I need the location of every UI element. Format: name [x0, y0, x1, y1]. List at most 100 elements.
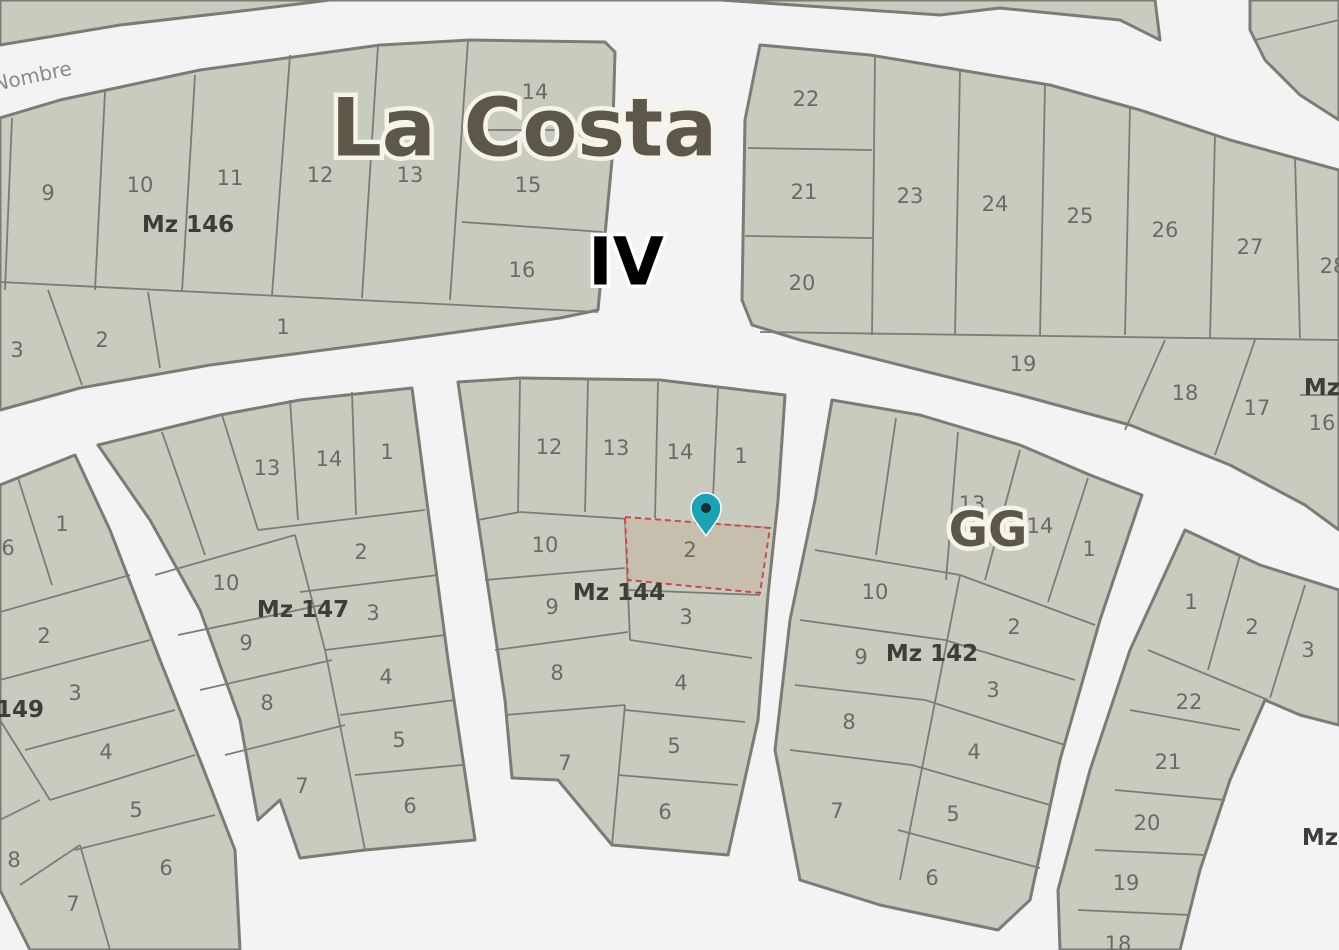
lot-labels-mz-144: 12 13 14 1 10 2 9 3 8 4 7 5 6 Mz 144 — [532, 435, 748, 824]
lot-number: 18 — [1172, 381, 1199, 405]
lot-number: 28 — [1320, 254, 1339, 278]
lot-number: 2 — [37, 624, 50, 648]
lot-number: 10 — [532, 533, 559, 557]
lot-number: 14 — [522, 80, 549, 104]
lot-number: 13 — [959, 492, 986, 516]
lot-number: 11 — [217, 166, 244, 190]
lot-number: 15 — [515, 173, 542, 197]
block-mz-142[interactable] — [773, 398, 1144, 932]
lot-number: 3 — [986, 678, 999, 702]
block-label-mz-147: Mz 147 — [257, 597, 349, 623]
lot-number: 6 — [658, 800, 671, 824]
lot-number: 5 — [392, 728, 405, 752]
lot-number: 10 — [862, 580, 889, 604]
lot-number: 13 — [397, 163, 424, 187]
lot-number: 12 — [307, 163, 334, 187]
lot-number: 22 — [793, 87, 820, 111]
lot-number: 7 — [558, 751, 571, 775]
lot-number: 5 — [946, 802, 959, 826]
lot-number: 1 — [380, 440, 393, 464]
lot-number: 5 — [667, 734, 680, 758]
block-label-mz-146: Mz 146 — [142, 212, 234, 238]
lot-number: 24 — [982, 192, 1009, 216]
lot-labels-bottom-right: 1 2 3 22 21 20 19 18 Mz — [1105, 590, 1339, 950]
selected-parcel[interactable] — [623, 515, 772, 595]
lot-number: 2 — [354, 540, 367, 564]
lot-number: 8 — [7, 848, 20, 872]
lot-number: 7 — [66, 892, 79, 916]
lot-number: 8 — [260, 691, 273, 715]
lot-labels-mz-149: 6 1 2 3 4 5 8 6 7 149 — [0, 512, 173, 916]
lot-number: 12 — [536, 435, 563, 459]
block-mz-149[interactable] — [0, 453, 242, 950]
block-bottom-right[interactable] — [1056, 528, 1339, 950]
lot-number: 6 — [925, 866, 938, 890]
lot-number: 6 — [1, 536, 14, 560]
lot-number: 1 — [1082, 537, 1095, 561]
lot-number: 22 — [1176, 690, 1203, 714]
block-label-mz-142: Mz 142 — [886, 641, 978, 667]
lot-number: 21 — [1155, 750, 1182, 774]
lot-number: 1 — [734, 444, 747, 468]
lot-number: 2 — [1007, 615, 1020, 639]
lot-number: 8 — [550, 661, 563, 685]
block-label-partial: Mz — [1304, 375, 1339, 401]
lot-number: 10 — [213, 571, 240, 595]
lot-number: 20 — [1134, 811, 1161, 835]
block-label-mz-144: Mz 144 — [573, 580, 665, 606]
lot-number: 21 — [791, 180, 818, 204]
lot-number: 6 — [403, 794, 416, 818]
lot-number: 9 — [41, 181, 54, 205]
lot-labels-mz-146: 9 10 11 12 13 14 15 16 3 2 1 Mz 146 — [10, 80, 548, 362]
lot-number: 2 — [95, 328, 108, 352]
lot-number: 23 — [897, 184, 924, 208]
block-mz-147[interactable] — [96, 386, 477, 860]
lot-number: 14 — [667, 440, 694, 464]
lot-number: 4 — [379, 665, 392, 689]
district-label: GG — [949, 502, 1028, 558]
lot-labels-mz-147: 13 14 1 2 10 3 9 4 8 5 7 6 Mz 147 — [213, 440, 417, 818]
lot-number: 8 — [842, 710, 855, 734]
lot-number: 18 — [1105, 932, 1132, 950]
lot-number: 3 — [10, 338, 23, 362]
block-top-left-edge[interactable] — [0, 0, 332, 47]
block-top-strip[interactable] — [0, 0, 1162, 42]
lot-number: 2 — [683, 538, 696, 562]
lot-number: 13 — [254, 456, 281, 480]
lot-number: 4 — [967, 740, 980, 764]
sector-label: IV — [588, 224, 664, 301]
location-pin-icon[interactable] — [690, 492, 722, 538]
lot-number: 17 — [1244, 396, 1271, 420]
lot-number: 6 — [159, 856, 172, 880]
lot-labels-top-right: 22 21 20 23 24 25 26 27 28 19 18 17 16 M… — [789, 87, 1339, 435]
area-title: La Costa — [331, 82, 717, 175]
lot-number: 4 — [99, 740, 112, 764]
lot-number: 4 — [674, 671, 687, 695]
lot-number: 16 — [1309, 411, 1336, 435]
block-mz-146[interactable] — [0, 38, 617, 412]
lot-number: 25 — [1067, 204, 1094, 228]
lot-number: 3 — [1301, 638, 1314, 662]
lot-number: 1 — [1184, 590, 1197, 614]
lot-number: 5 — [129, 798, 142, 822]
lot-number: 13 — [603, 436, 630, 460]
block-top-right-corner[interactable] — [1248, 0, 1339, 122]
lot-number: 14 — [316, 447, 343, 471]
lot-number: 9 — [545, 595, 558, 619]
lot-number: 14 — [1027, 514, 1054, 538]
lot-number: 19 — [1113, 871, 1140, 895]
lot-number: 7 — [295, 774, 308, 798]
lot-number: 7 — [830, 799, 843, 823]
lot-number: 10 — [127, 173, 154, 197]
lot-number: 9 — [239, 631, 252, 655]
block-label-mz-149: 149 — [0, 697, 44, 723]
block-top-right[interactable] — [740, 43, 1339, 532]
lot-number: 3 — [68, 681, 81, 705]
lot-number: 9 — [854, 645, 867, 669]
lot-number: 27 — [1237, 235, 1264, 259]
lot-number: 3 — [679, 605, 692, 629]
block-label-partial-bottom: Mz — [1302, 825, 1338, 851]
lot-number: 1 — [276, 315, 289, 339]
lot-number: 19 — [1010, 352, 1037, 376]
